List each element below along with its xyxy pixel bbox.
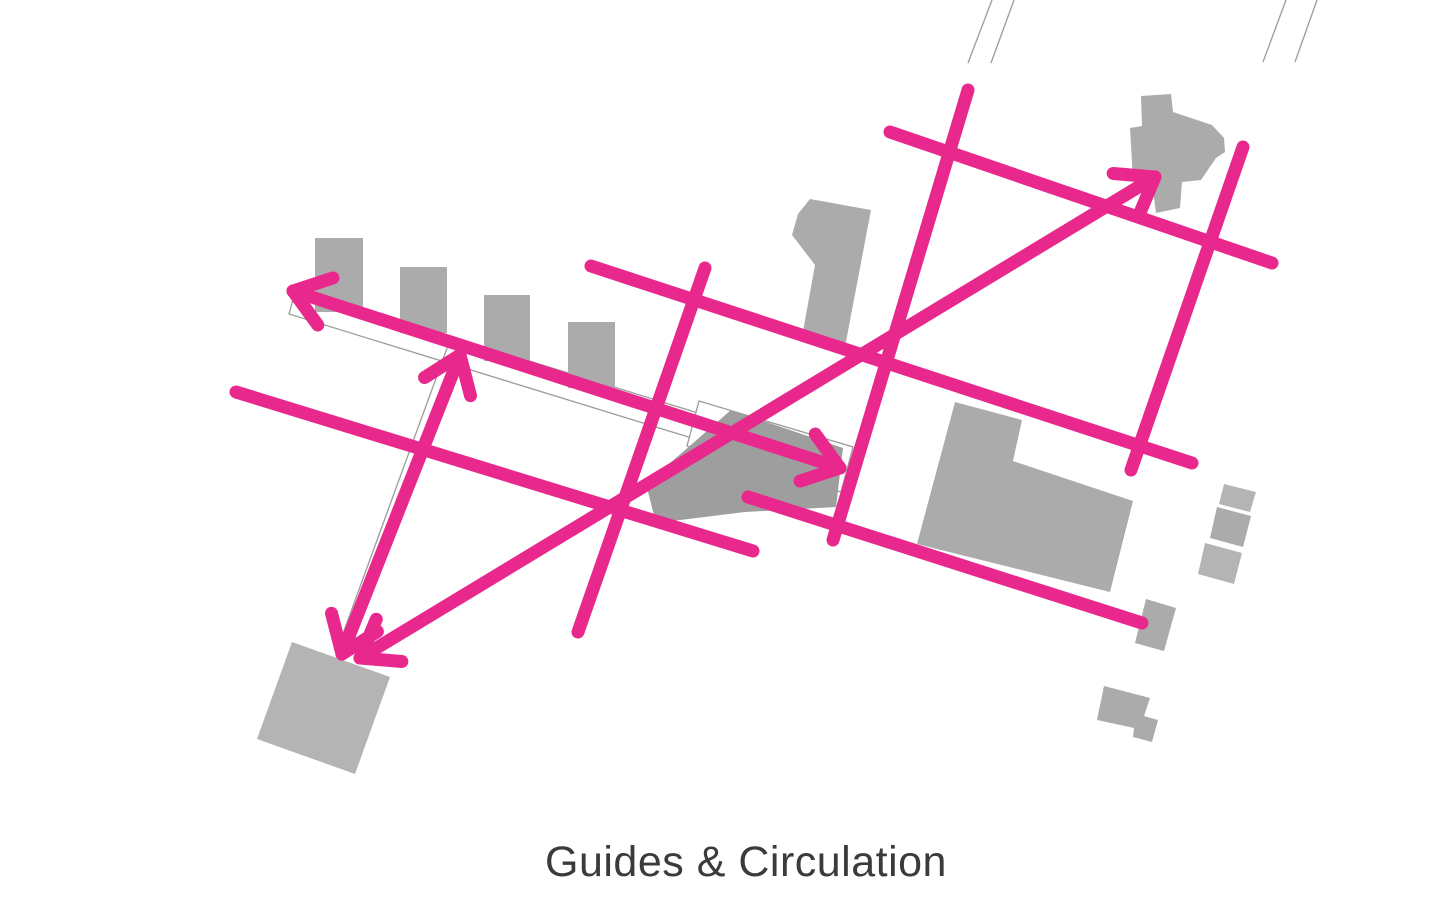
circulation-arrow-strip-arrowhead-end-barb-2 (793, 461, 847, 488)
circulation-arrow-diagonal-arrowhead-end-barb-2 (353, 612, 383, 665)
circulation-arrow-strip (286, 284, 847, 475)
guide-line-south (741, 490, 1149, 630)
site-mark-1 (967, 0, 993, 64)
page-title: Guides & Circulation (545, 838, 947, 886)
building-small-east-3 (1198, 543, 1242, 584)
building-chevron (646, 410, 843, 523)
guide-line-steep-1 (826, 83, 975, 547)
site-mark-4 (1294, 0, 1318, 63)
circulation-arrow-diagonal-arrowhead-end-barb-1 (353, 651, 409, 669)
building-small-southeast-2 (1097, 686, 1158, 742)
circulation-arrow-strip-arrowhead-start-barb-1 (286, 284, 325, 332)
building-tall-bent (792, 199, 871, 347)
building-row-4 (568, 322, 615, 388)
building-small-east-2 (1210, 507, 1251, 547)
circulation-arrow-vertical (335, 348, 467, 661)
building-small-east-1 (1219, 484, 1256, 512)
site-mark-2 (990, 0, 1015, 64)
circulation-arrow-vertical-arrowhead-start-barb-2 (453, 348, 477, 403)
site-mark-3 (1262, 0, 1287, 63)
circulation-arrow-diagonal-arrowhead-start-barb-2 (1132, 170, 1162, 223)
building-row-1 (315, 238, 363, 312)
building-large-east (917, 402, 1133, 592)
guide-line-west (229, 385, 760, 558)
circulation-arrow-vertical-arrowhead-end-barb-2 (325, 606, 349, 661)
circulation-arrow-strip-arrowhead-end-barb-1 (808, 427, 847, 475)
building-square-southwest (257, 642, 390, 774)
circulation-arrow-strip-arrowhead-start-barb-2 (286, 271, 340, 298)
building-small-southeast-1 (1135, 599, 1176, 651)
guide-line-center-steep (571, 261, 712, 639)
circulation-arrow-diagonal-arrowhead-start-barb-1 (1106, 166, 1162, 184)
circulation-arrow-diagonal (353, 170, 1162, 665)
building-row-2 (400, 267, 447, 333)
guide-line-vertical (336, 339, 451, 651)
circulation-arrow-vertical-arrowhead-start-barb-1 (418, 348, 467, 385)
guide-line-steep-2 (1124, 140, 1250, 477)
building-row-3 (484, 295, 530, 361)
